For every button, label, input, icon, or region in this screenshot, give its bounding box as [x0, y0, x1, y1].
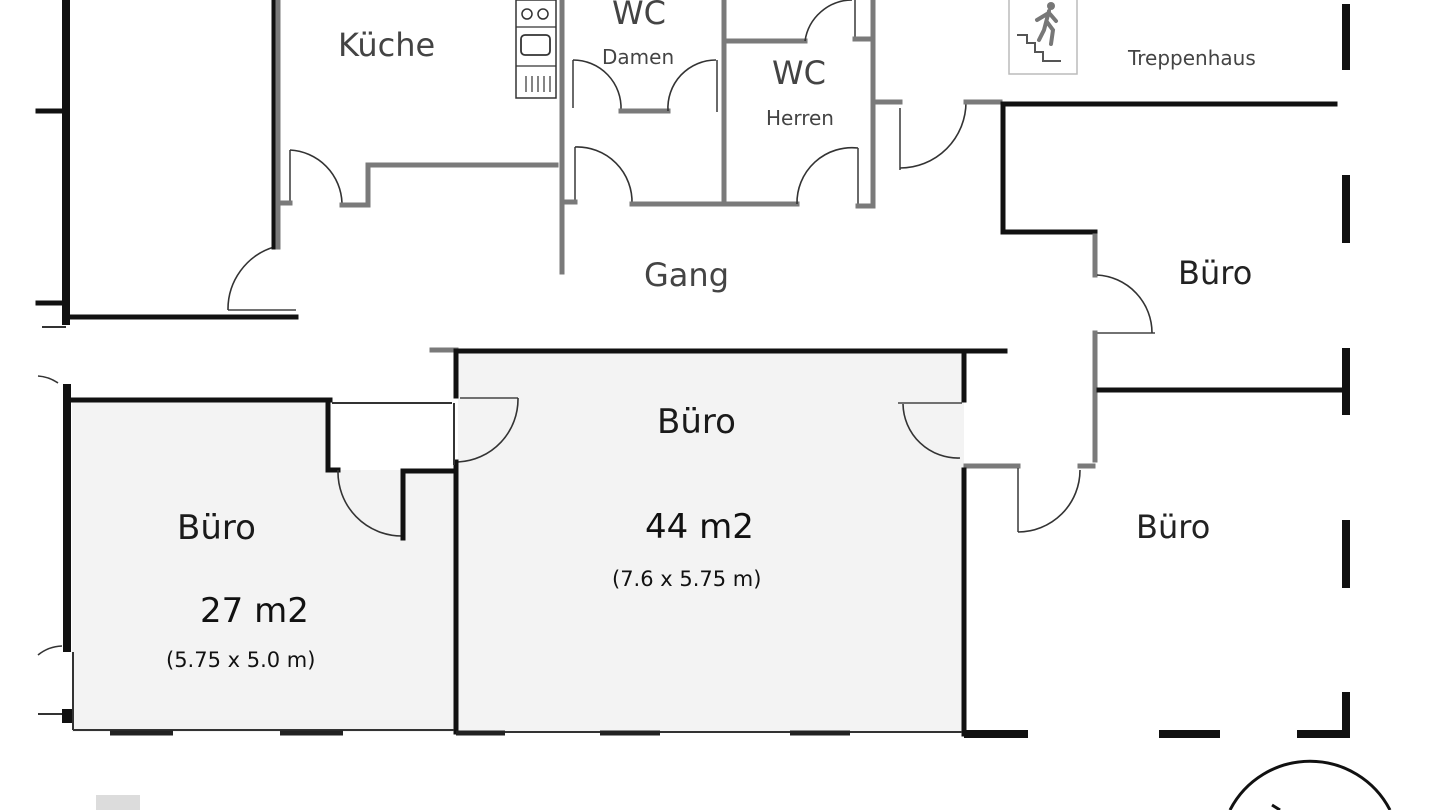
wc-walls [559, 0, 876, 275]
room-label-buero-right-lower: Büro [1136, 508, 1210, 546]
room-sublabel-wc-damen: Damen [602, 45, 674, 69]
room-label-buero-center: Büro [657, 402, 736, 442]
room-dimensions-buero-center: (7.6 x 5.75 m) [612, 567, 761, 591]
door-arc [227, 246, 275, 311]
room-label-kueche: Küche [338, 26, 435, 64]
buero-center-fill [458, 352, 964, 732]
room-label-buero-left: Büro [177, 508, 256, 548]
buero-left-fill [72, 402, 455, 732]
right-lower-office-walls [961, 463, 1350, 738]
stairwell-walls [874, 4, 1350, 170]
room-label-wc-damen: WC [612, 0, 666, 32]
stairs-person-icon [1008, 0, 1078, 75]
right-upper-office-walls [1000, 101, 1350, 463]
room-label-treppenhaus: Treppenhaus [1127, 46, 1256, 70]
center-office-walls [429, 347, 1008, 736]
kitchen-stove-icon [515, 0, 557, 99]
room-sublabel-wc-herren: Herren [766, 106, 834, 130]
north-arrow-icon [1228, 759, 1392, 810]
room-dimensions-buero-left: (5.75 x 5.0 m) [166, 648, 315, 672]
kitchen-walls [275, 0, 559, 250]
room-area-buero-center: 44 m2 [645, 507, 754, 547]
room-area-buero-left: 27 m2 [200, 591, 309, 631]
legend-swatch [96, 795, 140, 810]
room-label-gang: Gang [644, 256, 729, 294]
left-office-walls [37, 375, 455, 736]
highlighted-rooms [72, 352, 964, 732]
room-label-buero-right-upper: Büro [1178, 254, 1252, 292]
left-wing-walls [35, 0, 299, 328]
room-label-wc-herren: WC [772, 54, 826, 92]
